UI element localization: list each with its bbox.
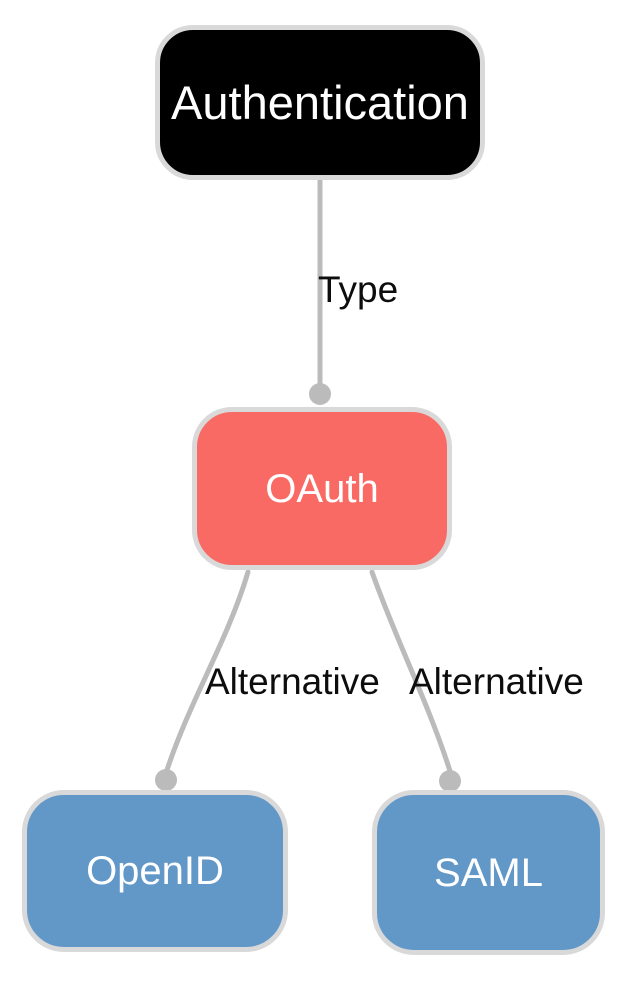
node-openid[interactable]: OpenID xyxy=(22,790,288,952)
node-openid-label: OpenID xyxy=(86,849,224,893)
node-saml-label: SAML xyxy=(434,850,543,895)
node-oauth-label: OAuth xyxy=(265,466,379,511)
edge-endpoint-dot-openid xyxy=(155,769,177,791)
node-authentication[interactable]: Authentication xyxy=(155,25,485,180)
edge-label-alternative-saml: Alternative xyxy=(409,661,584,702)
edge-label-alternative-openid: Alternative xyxy=(205,661,380,702)
edge-line-alternative-openid xyxy=(164,569,251,773)
edge-endpoint-dot-type xyxy=(309,383,331,405)
edge-oauth-openid[interactable] xyxy=(155,569,251,791)
edge-endpoint-dot-saml xyxy=(439,770,461,792)
edge-label-type: Type xyxy=(318,269,399,310)
edge-line-alternative-saml xyxy=(369,569,453,774)
edge-authentication-oauth[interactable] xyxy=(309,178,331,405)
edge-oauth-saml[interactable] xyxy=(369,569,461,792)
node-authentication-label: Authentication xyxy=(171,75,469,129)
node-saml[interactable]: SAML xyxy=(372,790,605,955)
node-oauth[interactable]: OAuth xyxy=(192,407,452,570)
